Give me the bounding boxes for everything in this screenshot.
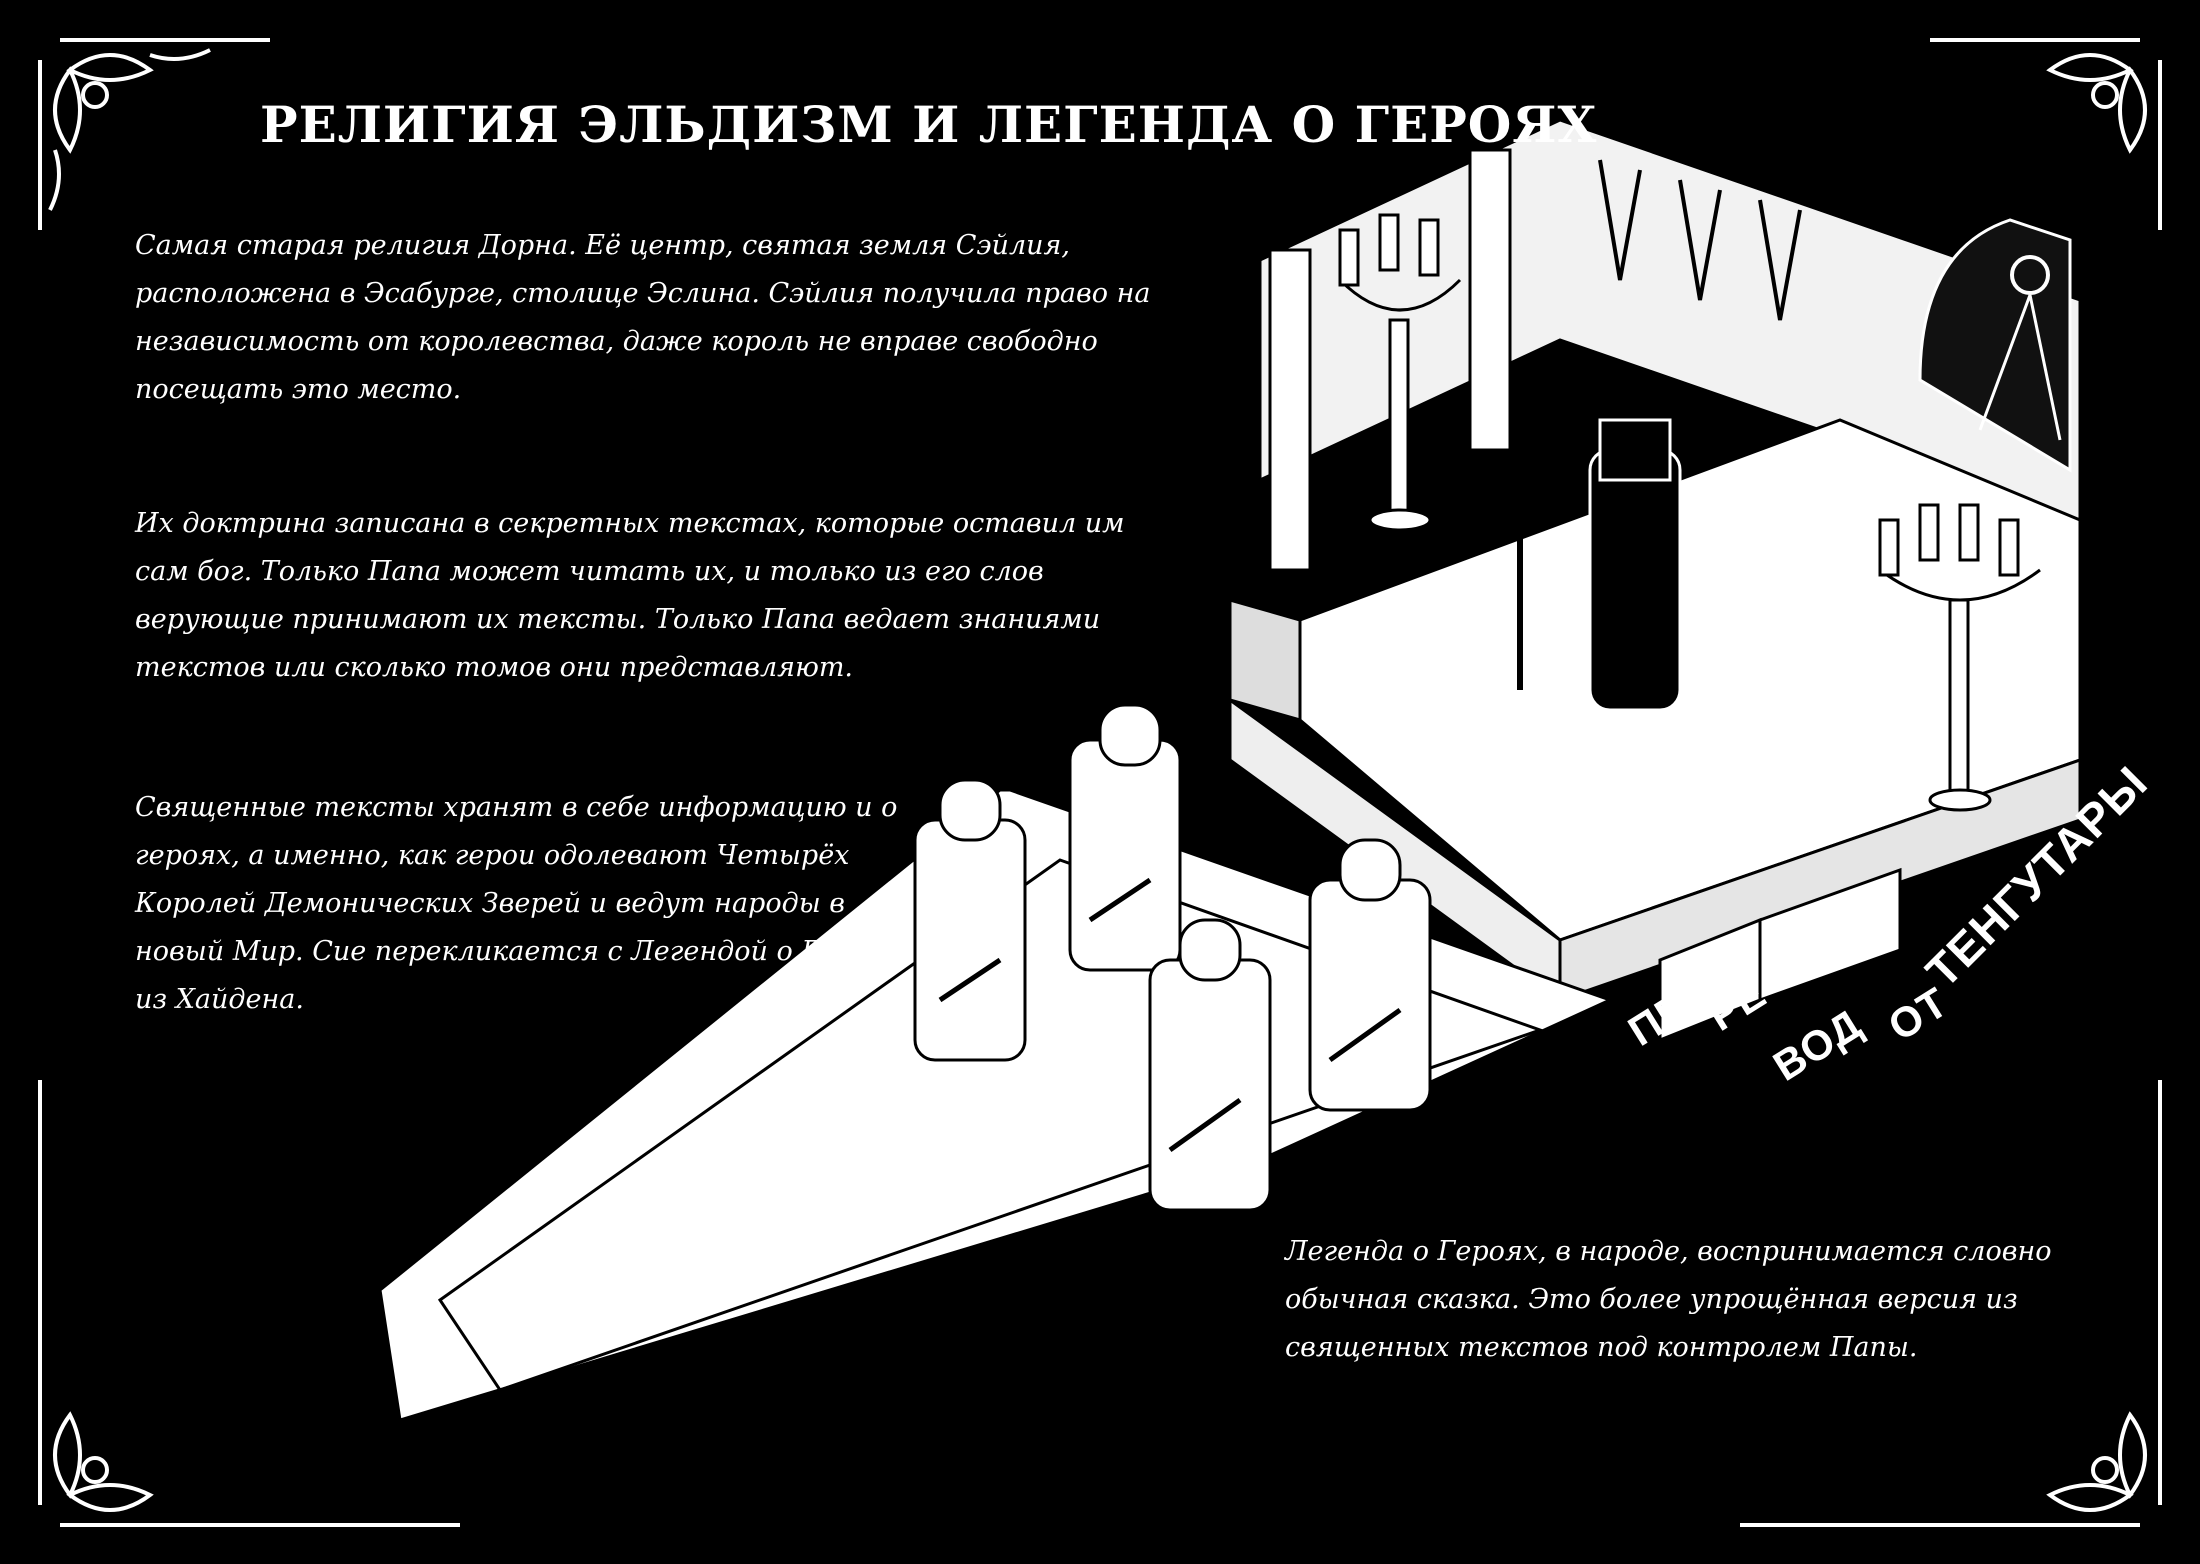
kneeling-priests <box>913 703 1432 1212</box>
paragraph-legend: Легенда о Героях, в народе, воспринимает… <box>1285 1236 2052 1363</box>
ornament-top-left <box>38 38 270 230</box>
ornament-top-right <box>1930 38 2162 230</box>
back-wall <box>1258 118 2082 572</box>
ornament-bottom-left <box>38 1080 460 1527</box>
pope-figure <box>1504 418 1682 712</box>
ornament-bottom-right <box>1740 1080 2162 1527</box>
round-window <box>1918 218 2072 473</box>
credit-steps <box>1658 867 1902 1043</box>
paragraph-doctrine: Их доктрина записана в секретных текстах… <box>135 508 1125 683</box>
candelabra-right <box>1878 503 2041 812</box>
carpet <box>378 788 1615 1422</box>
paragraph-heroes: Священные тексты хранят в себе информаци… <box>135 792 902 1015</box>
page-title: РЕЛИГИЯ ЭЛЬДИЗМ И ЛЕГЕНДА О ГЕРОЯХ <box>260 95 1598 154</box>
paragraph-origin: Самая старая религия Дорна. Её центр, св… <box>135 230 1151 405</box>
candelabra-left <box>1338 213 1462 532</box>
